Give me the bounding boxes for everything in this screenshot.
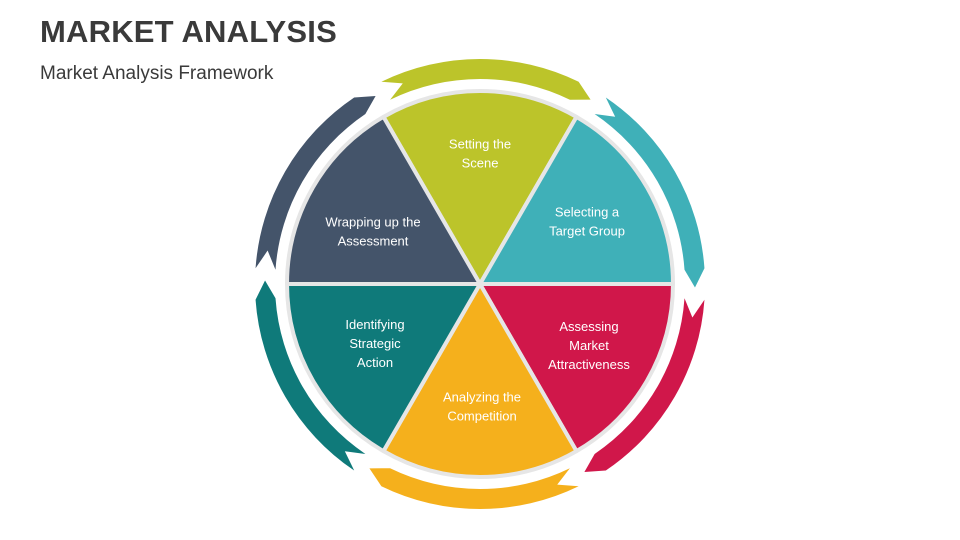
wedge-5 [285, 282, 482, 454]
segment-label-line: Strategic [349, 336, 401, 351]
slide-title: MARKET ANALYSIS [40, 14, 337, 49]
pie-wedges [285, 89, 675, 479]
wedge-4 [381, 282, 579, 479]
segment-label-line: Competition [447, 409, 516, 424]
segment-label-line: Identifying [345, 317, 404, 332]
wedge-1 [381, 89, 579, 286]
ring-arrow-6 [255, 96, 376, 270]
segment-label-line: Assessment [338, 234, 409, 249]
wedge-2 [478, 114, 675, 286]
wedge-3 [478, 282, 675, 454]
segment-label-line: Assessing [559, 319, 618, 334]
segment-label-line: Selecting a [555, 205, 620, 220]
wedge-6 [285, 114, 482, 286]
slide-subtitle: Market Analysis Framework [40, 63, 274, 84]
segment-label-line: Action [357, 355, 393, 370]
segment-label-line: Setting the [449, 137, 511, 152]
segment-label-line: Attractiveness [548, 357, 630, 372]
ring-arrow-2 [594, 97, 705, 288]
ring-arrow-3 [584, 298, 705, 472]
ring-arrow-4 [369, 468, 579, 509]
segment-label-line: Wrapping up the [325, 215, 420, 230]
segment-label-line: Analyzing the [443, 390, 521, 405]
ring-arrow-1 [381, 59, 591, 100]
ring-arrow-5 [255, 280, 366, 471]
segment-label-line: Target Group [549, 224, 625, 239]
segment-label-line: Scene [462, 156, 499, 171]
segment-label-2: Selecting a Target Group [549, 205, 625, 239]
segment-label-line: Market [569, 338, 609, 353]
outer-arrow-ring [255, 59, 705, 509]
